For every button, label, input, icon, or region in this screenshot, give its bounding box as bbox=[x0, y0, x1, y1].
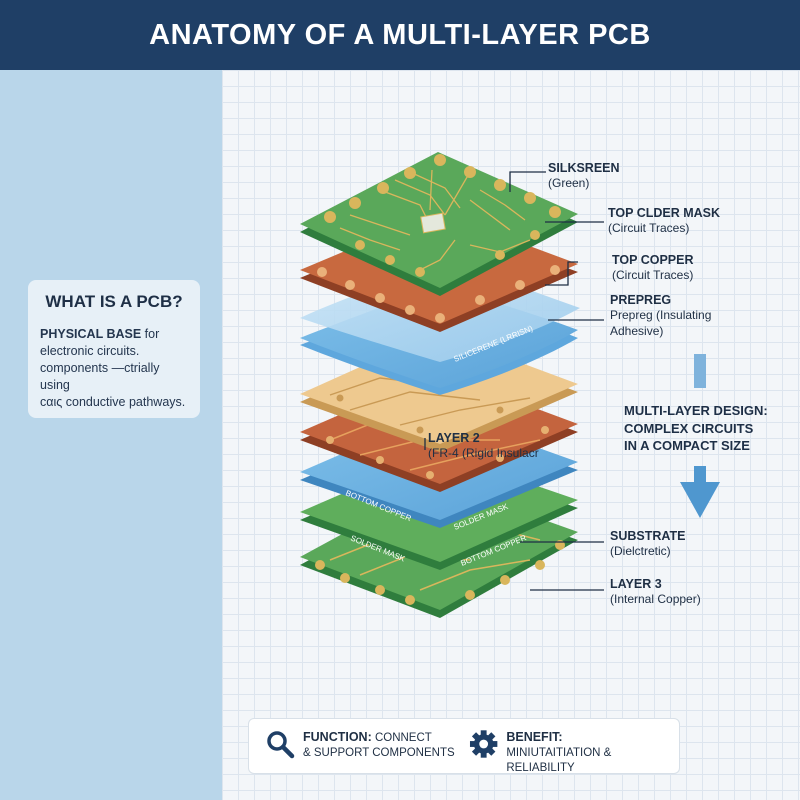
label-top-solder-mask-title: TOP CLDER MASK bbox=[608, 206, 721, 220]
function-title: FUNCTION: bbox=[303, 730, 372, 744]
bottom-info-bar: FUNCTION: CONNECT & SUPPORT COMPONENTS B… bbox=[248, 718, 680, 774]
label-prepreg-sub1: Prepreg (Insulating bbox=[610, 308, 712, 323]
info-line3: components —ctrially using bbox=[40, 360, 160, 392]
info-line2: electronic circuits. bbox=[40, 343, 140, 358]
label-top-solder-mask-sub: (Circuit Traces) bbox=[608, 221, 690, 236]
magnifier-icon bbox=[267, 731, 295, 759]
label-substrate-sub: (Dielctretic) bbox=[610, 544, 671, 559]
label-top-solder-mask: TOP CLDER MASK (Circuit Traces) bbox=[608, 205, 720, 237]
down-arrow-icon bbox=[680, 354, 720, 518]
label-top-copper-title: TOP COPPER bbox=[612, 253, 694, 267]
label-layer3-sub: (Internal Copper) bbox=[610, 592, 701, 607]
page-title: ANATOMY OF A MULTI-LAYER PCB bbox=[149, 18, 651, 51]
callout-line3: IN A COMPACT SIZE bbox=[624, 438, 750, 454]
header-bar: ANATOMY OF A MULTI-LAYER PCB bbox=[0, 0, 800, 70]
benefit-item: BENEFIT: MINIUTAITIATION & RELIABILITY bbox=[469, 729, 679, 776]
info-card-text: PHYSICAL BASE for electronic circuits. c… bbox=[40, 326, 188, 410]
info-card: WHAT IS A PCB? PHYSICAL BASE for electro… bbox=[28, 280, 200, 418]
info-lead: PHYSICAL BASE bbox=[40, 327, 142, 341]
label-layer3: LAYER 3 (Internal Copper) bbox=[610, 576, 701, 608]
label-layer3-title: LAYER 3 bbox=[610, 577, 662, 591]
top-green-layer bbox=[300, 152, 578, 296]
info-line1: for bbox=[141, 327, 160, 341]
multi-layer-callout: MULTI-LAYER DESIGN: COMPLEX CIRCUITS IN … bbox=[624, 402, 794, 455]
callout-line1: MULTI-LAYER DESIGN: bbox=[624, 403, 768, 418]
info-line4: cαις conductive pathways. bbox=[40, 394, 186, 409]
label-top-copper-sub: (Circuit Traces) bbox=[612, 268, 694, 283]
function-line2: & SUPPORT COMPONENTS bbox=[303, 746, 455, 759]
label-silkscreen: SILKSREEN (Green) bbox=[548, 160, 620, 192]
function-title-rest: CONNECT bbox=[371, 732, 432, 744]
label-prepreg-sub2: Adhesive) bbox=[610, 323, 664, 338]
label-silkscreen-title: SILKSREEN bbox=[548, 161, 620, 175]
label-layer2: LAYER 2 (FR-4 (Rigid Insulacr bbox=[428, 430, 539, 462]
label-layer2-title: LAYER 2 bbox=[428, 431, 480, 445]
left-panel bbox=[0, 70, 222, 800]
label-layer2-sub: (FR-4 (Rigid Insulacr bbox=[428, 446, 539, 461]
label-silkscreen-sub: (Green) bbox=[548, 176, 590, 191]
label-top-copper: TOP COPPER (Circuit Traces) bbox=[612, 252, 694, 284]
info-card-title: WHAT IS A PCB? bbox=[45, 292, 183, 311]
leader-lines bbox=[424, 171, 604, 591]
benefit-title: BENEFIT: bbox=[506, 730, 563, 744]
benefit-line2: MINIUTAITIATION & RELIABILITY bbox=[506, 746, 612, 774]
label-substrate: SUBSTRATE (Dielctretic) bbox=[610, 528, 685, 560]
callout-line2: COMPLEX CIRCUITS bbox=[624, 420, 754, 436]
function-item: FUNCTION: CONNECT & SUPPORT COMPONENTS bbox=[265, 729, 455, 761]
label-prepreg: PREPREG Prepreg (Insulating Adhesive) bbox=[610, 292, 711, 339]
label-substrate-title: SUBSTRATE bbox=[610, 529, 686, 543]
gear-icon bbox=[469, 730, 498, 758]
label-prepreg-title: PREPREG bbox=[610, 293, 672, 307]
